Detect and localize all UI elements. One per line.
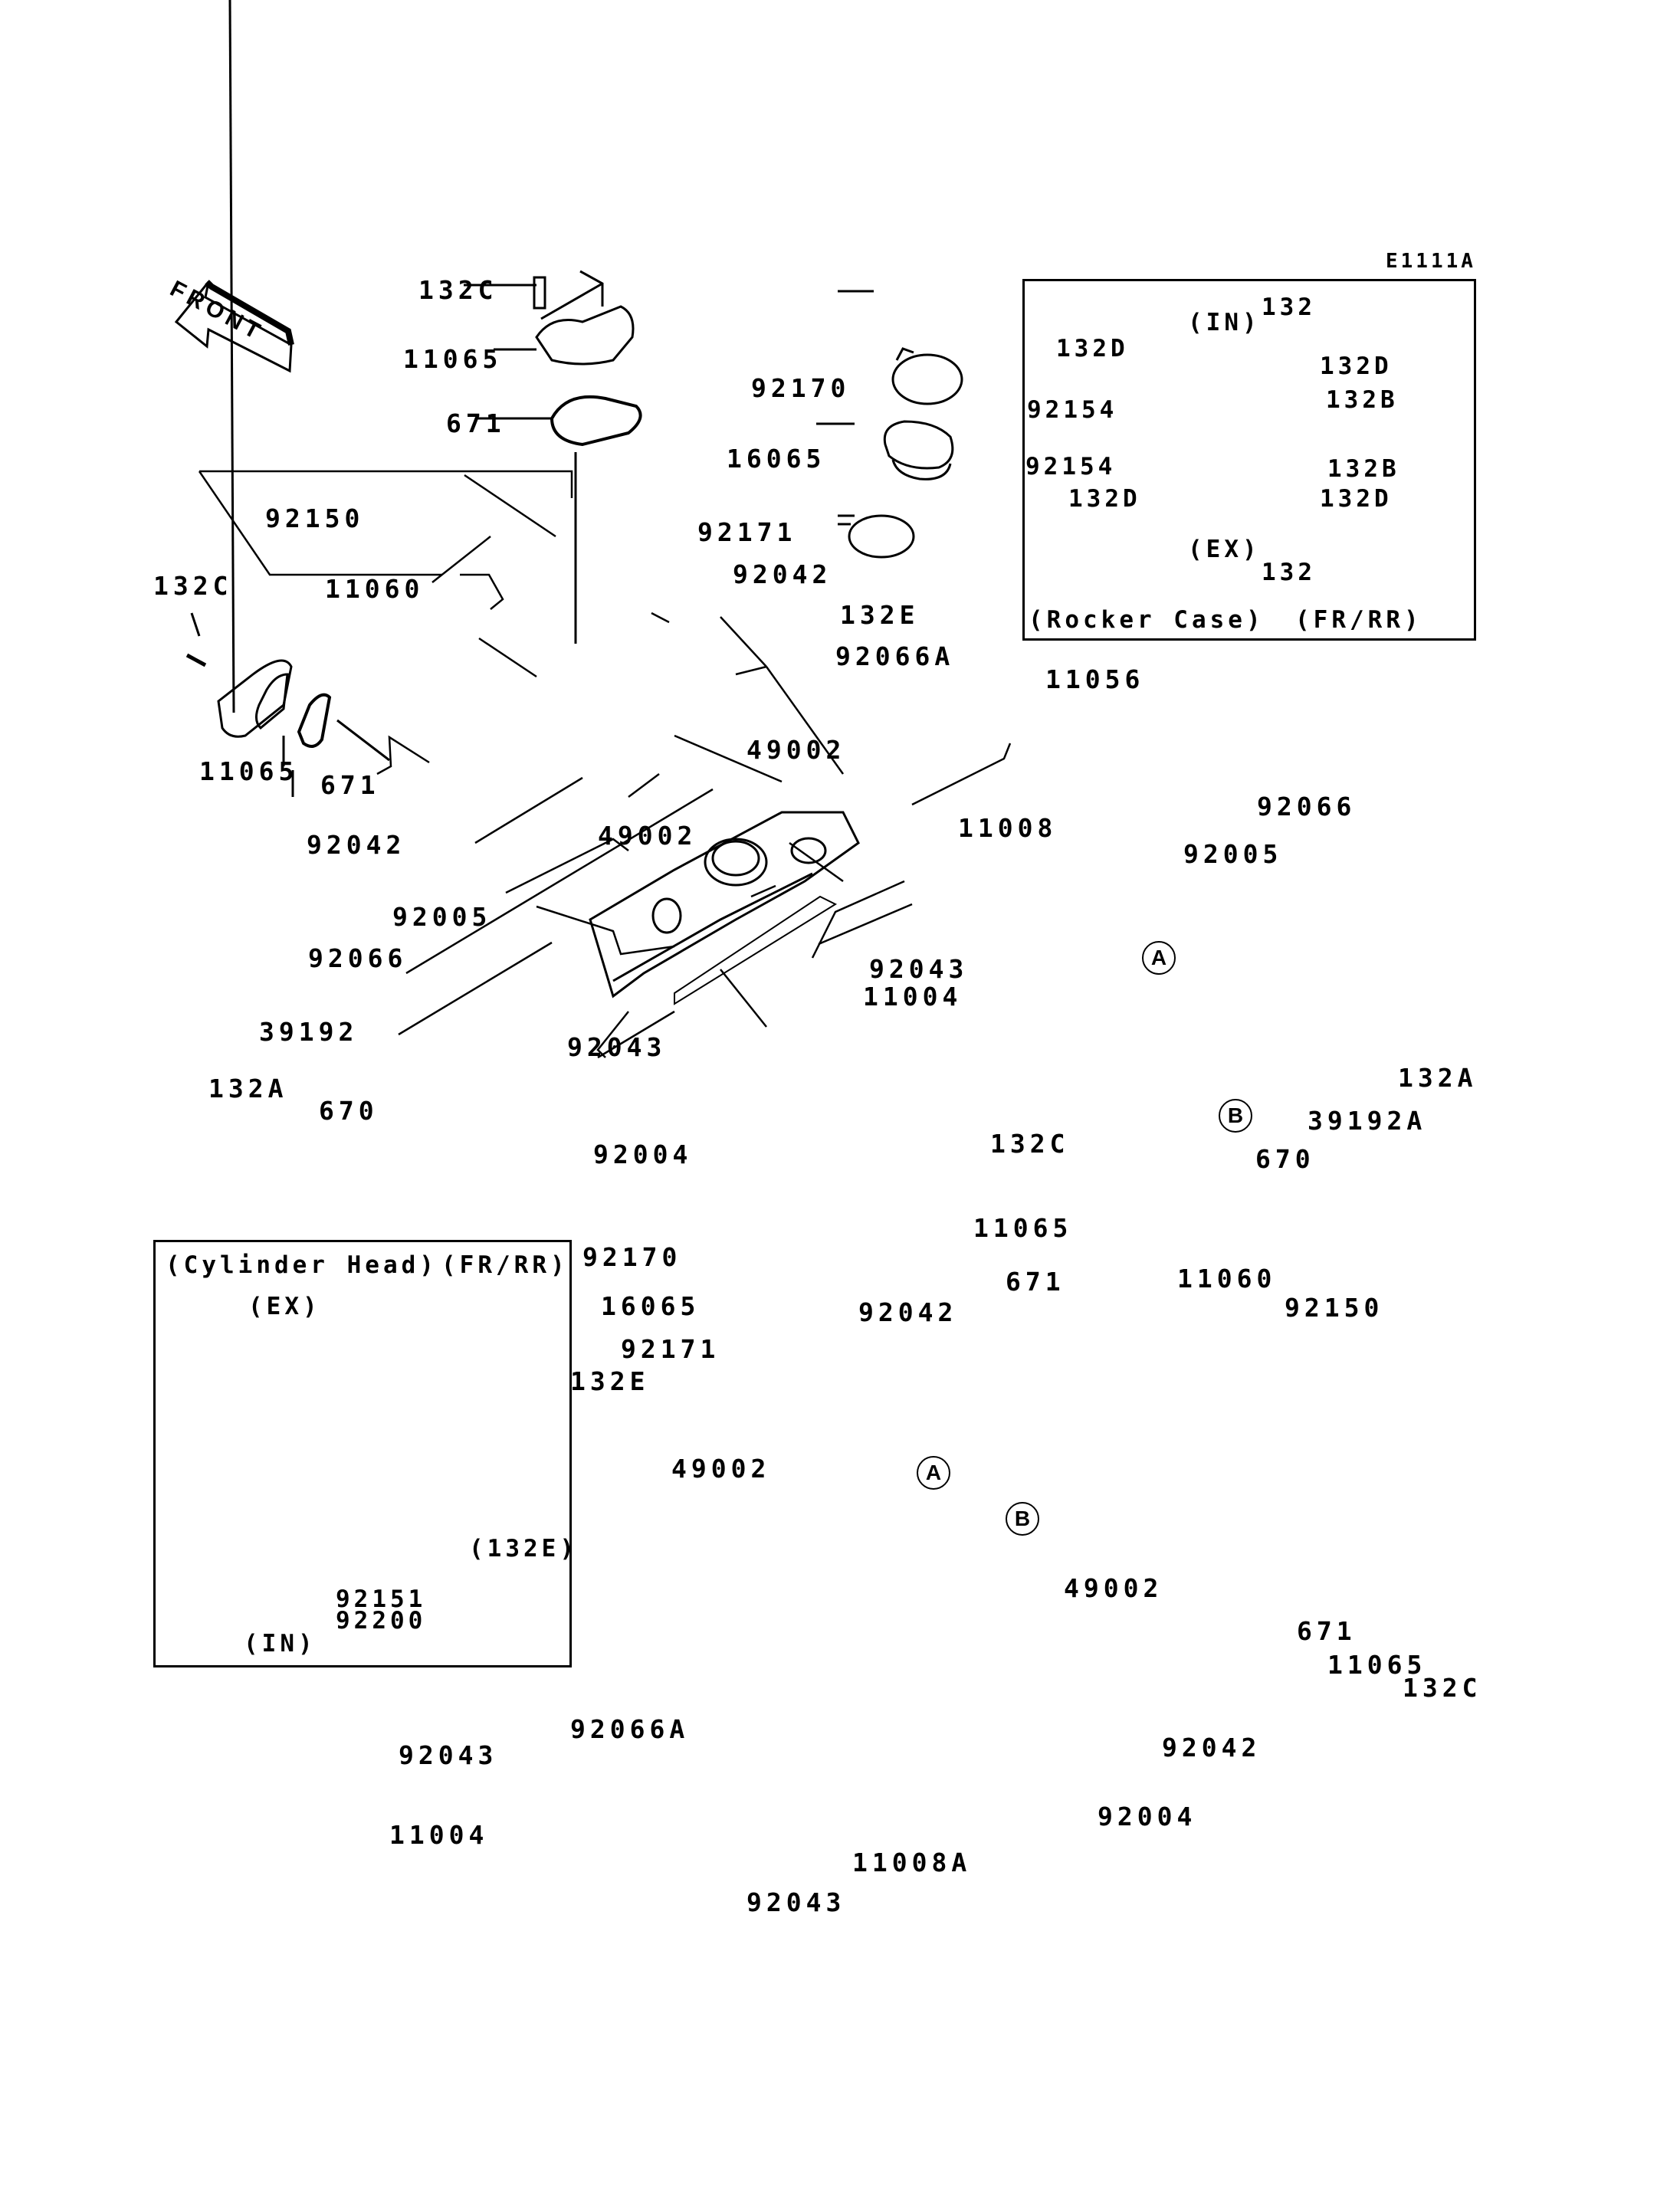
part-132a-left[interactable]: 132A <box>208 1074 288 1103</box>
rocker-label-132d-rb: 132D <box>1320 485 1393 513</box>
part-92066-left[interactable]: 92066 <box>308 943 408 973</box>
part-11004-top[interactable]: 11004 <box>863 982 963 1012</box>
part-92043-a[interactable]: 92043 <box>869 954 969 984</box>
rocker-side-in: (IN) <box>1188 309 1261 336</box>
part-92170-top[interactable]: 92170 <box>751 373 851 403</box>
cyl-head-side-ex: (EX) <box>248 1293 321 1320</box>
part-16065-rear[interactable]: 16065 <box>601 1291 701 1321</box>
rocker-label-92154-b: 92154 <box>1025 453 1117 480</box>
part-11065-left[interactable]: 11065 <box>199 756 299 786</box>
part-671-left[interactable]: 671 <box>320 770 380 800</box>
part-92066a-rear[interactable]: 92066A <box>570 1714 690 1744</box>
top-cover-group <box>464 270 642 644</box>
cylinder-head-inset <box>153 1240 572 1667</box>
cyl-head-label-92151: 92151 <box>336 1585 427 1613</box>
part-39192a[interactable]: 39192A <box>1308 1106 1427 1136</box>
marker-a-rear: A <box>917 1456 950 1490</box>
part-132e-top[interactable]: 132E <box>840 600 920 630</box>
part-132c-rear-right[interactable]: 132C <box>1403 1673 1482 1703</box>
assembly-leader-lines <box>198 470 1012 1059</box>
rocker-label-92154-a: 92154 <box>1027 396 1118 424</box>
marker-a-right: A <box>1142 941 1176 975</box>
rocker-label-132-bottom: 132 <box>1262 559 1316 586</box>
part-92004-rear[interactable]: 92004 <box>1098 1802 1197 1831</box>
part-11060-top[interactable]: 11060 <box>325 574 425 604</box>
part-49002-a[interactable]: 49002 <box>746 735 846 765</box>
cyl-head-title: (Cylinder Head) <box>166 1251 438 1279</box>
side-cover-group <box>185 0 390 797</box>
part-132e-rear[interactable]: 132E <box>570 1366 650 1396</box>
cyl-head-side-in: (IN) <box>244 1630 317 1658</box>
rocker-side-ex: (EX) <box>1188 536 1261 563</box>
part-132a-right[interactable]: 132A <box>1398 1063 1478 1093</box>
rocker-case-title: (Rocker Case) <box>1029 606 1265 634</box>
part-671-rear-top[interactable]: 671 <box>1006 1267 1065 1297</box>
part-92066-right[interactable]: 92066 <box>1257 792 1357 821</box>
part-132c-rear-top[interactable]: 132C <box>990 1129 1070 1159</box>
part-92150-top[interactable]: 92150 <box>265 503 365 533</box>
rocker-label-132b-a: 132B <box>1326 386 1399 414</box>
part-11056[interactable]: 11056 <box>1045 664 1145 694</box>
rocker-case-inset <box>1022 279 1476 641</box>
rocker-label-132d-rt: 132D <box>1320 353 1393 380</box>
part-92005-left[interactable]: 92005 <box>392 902 492 932</box>
part-670-right[interactable]: 670 <box>1255 1144 1315 1174</box>
part-132c-top[interactable]: 132C <box>418 275 498 305</box>
intake-joint-group <box>816 290 963 559</box>
diagram-code: E1111A <box>1386 250 1476 273</box>
cylinder-head-front <box>589 811 860 1005</box>
part-92170-rear[interactable]: 92170 <box>582 1242 682 1272</box>
part-132c-left[interactable]: 132C <box>153 571 233 601</box>
rocker-label-132d-lb: 132D <box>1068 485 1141 513</box>
part-92042-rear[interactable]: 92042 <box>858 1297 958 1327</box>
part-39192[interactable]: 39192 <box>259 1017 359 1047</box>
part-671-top[interactable]: 671 <box>446 408 506 438</box>
rocker-label-132b-b: 132B <box>1327 455 1400 483</box>
part-11008[interactable]: 11008 <box>958 813 1058 843</box>
part-49002-rear-right[interactable]: 49002 <box>1064 1573 1163 1603</box>
part-92043-rear-b[interactable]: 92043 <box>746 1887 846 1917</box>
part-92043-b[interactable]: 92043 <box>567 1032 667 1062</box>
part-671-rear-right[interactable]: 671 <box>1297 1616 1357 1646</box>
part-92043-rear-a[interactable]: 92043 <box>399 1740 498 1770</box>
part-49002-b[interactable]: 49002 <box>598 821 697 851</box>
part-92171-top[interactable]: 92171 <box>697 517 797 547</box>
marker-b-rear: B <box>1006 1502 1039 1536</box>
rocker-case-variant: (FR/RR) <box>1295 606 1422 634</box>
part-11065-top[interactable]: 11065 <box>403 344 503 374</box>
cyl-head-label-92200: 92200 <box>336 1607 427 1635</box>
part-92150-rear[interactable]: 92150 <box>1285 1293 1384 1323</box>
cyl-head-variant: (FR/RR) <box>441 1251 569 1279</box>
rocker-label-132d-lt: 132D <box>1056 335 1129 362</box>
front-arrow-icon <box>174 280 294 373</box>
part-16065-top[interactable]: 16065 <box>727 444 826 474</box>
part-11008a[interactable]: 11008A <box>852 1848 972 1877</box>
cyl-head-bolt-ref: (132E) <box>469 1535 578 1562</box>
part-11065-rear-right[interactable]: 11065 <box>1327 1650 1427 1680</box>
part-92005-right[interactable]: 92005 <box>1183 839 1283 869</box>
part-92042-left[interactable]: 92042 <box>307 830 406 860</box>
part-92066a-top[interactable]: 92066A <box>835 641 955 671</box>
part-92171-rear[interactable]: 92171 <box>621 1334 720 1364</box>
marker-b-right: B <box>1219 1099 1252 1133</box>
part-11065-rear-top[interactable]: 11065 <box>973 1213 1073 1243</box>
part-49002-rear[interactable]: 49002 <box>671 1454 771 1484</box>
part-92004-top[interactable]: 92004 <box>593 1139 693 1169</box>
part-92042-top[interactable]: 92042 <box>733 559 832 589</box>
rocker-label-132-top: 132 <box>1262 293 1316 321</box>
part-670-left[interactable]: 670 <box>319 1096 379 1126</box>
part-11060-rear[interactable]: 11060 <box>1177 1264 1277 1294</box>
part-92042-rear-right[interactable]: 92042 <box>1162 1733 1262 1763</box>
part-11004-rear[interactable]: 11004 <box>389 1820 489 1850</box>
